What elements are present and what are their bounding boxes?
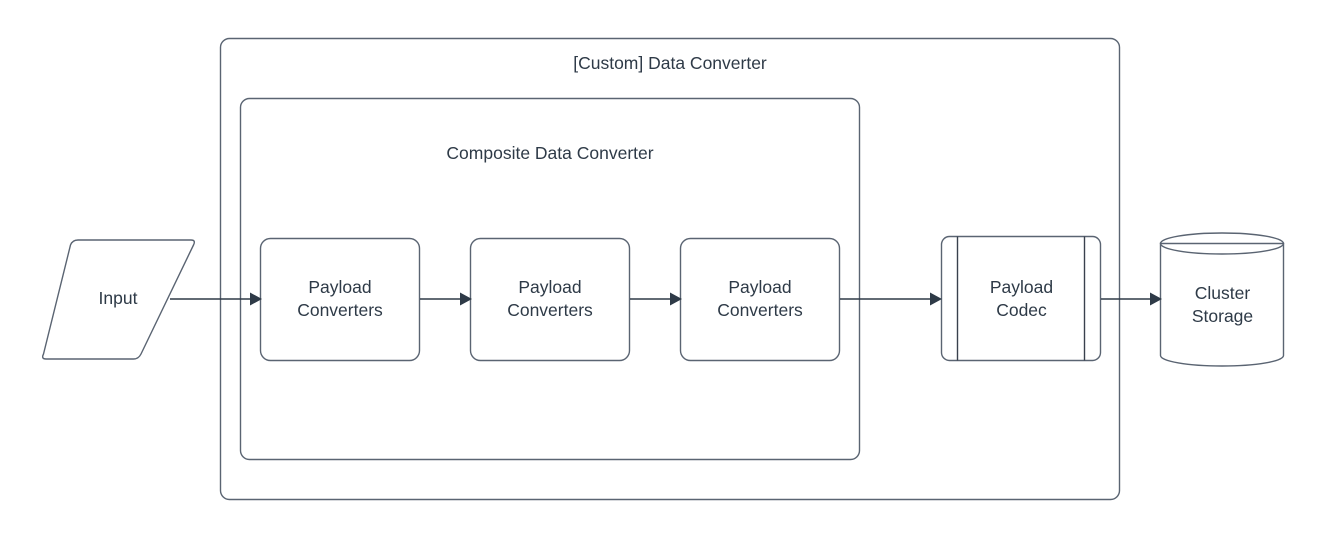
node-payload-converters-2-shape[interactable] — [469, 237, 631, 362]
node-payload-converters-1-shape[interactable] — [259, 237, 421, 362]
node-payload-converters-3-shape[interactable] — [679, 237, 841, 362]
node-cluster-storage-shape[interactable] — [1159, 232, 1285, 367]
connector-payload-codec-to-cluster-storage — [1101, 292, 1162, 306]
node-payload-codec-shape[interactable] — [940, 235, 1102, 362]
connector-converter-2-to-converter-3 — [630, 292, 682, 306]
connector-input-to-converter-1 — [170, 292, 262, 306]
container-custom-data-converter[interactable] — [219, 37, 1121, 501]
connector-converter-3-to-payload-codec — [840, 292, 942, 306]
node-input-shape[interactable] — [41, 239, 196, 360]
container-composite-data-converter[interactable] — [239, 97, 861, 461]
connector-converter-1-to-converter-2 — [420, 292, 472, 306]
